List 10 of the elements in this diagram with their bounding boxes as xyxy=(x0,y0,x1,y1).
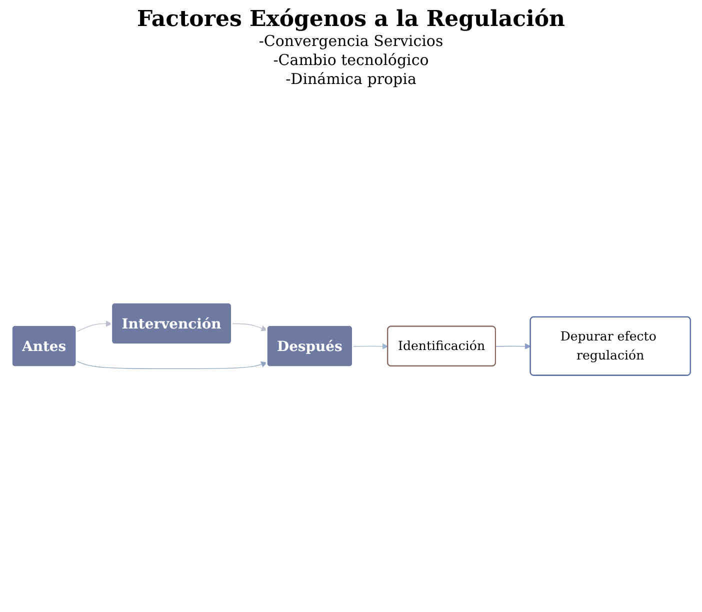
flow-diagram: Antes Intervención Después Identificación Depurar efecto regulación xyxy=(6,297,696,381)
factor-text: -Convergencia Servicios xyxy=(258,32,444,51)
arrow xyxy=(495,343,531,350)
arrow xyxy=(352,343,388,350)
arrow xyxy=(232,323,268,332)
factor-text: -Dinámica propia xyxy=(286,70,416,89)
factor-text: -Cambio tecnológico xyxy=(273,51,429,70)
arrow xyxy=(76,320,112,332)
arrow xyxy=(76,360,268,370)
heading: Factores Exógenos a la Regulación xyxy=(136,6,566,32)
